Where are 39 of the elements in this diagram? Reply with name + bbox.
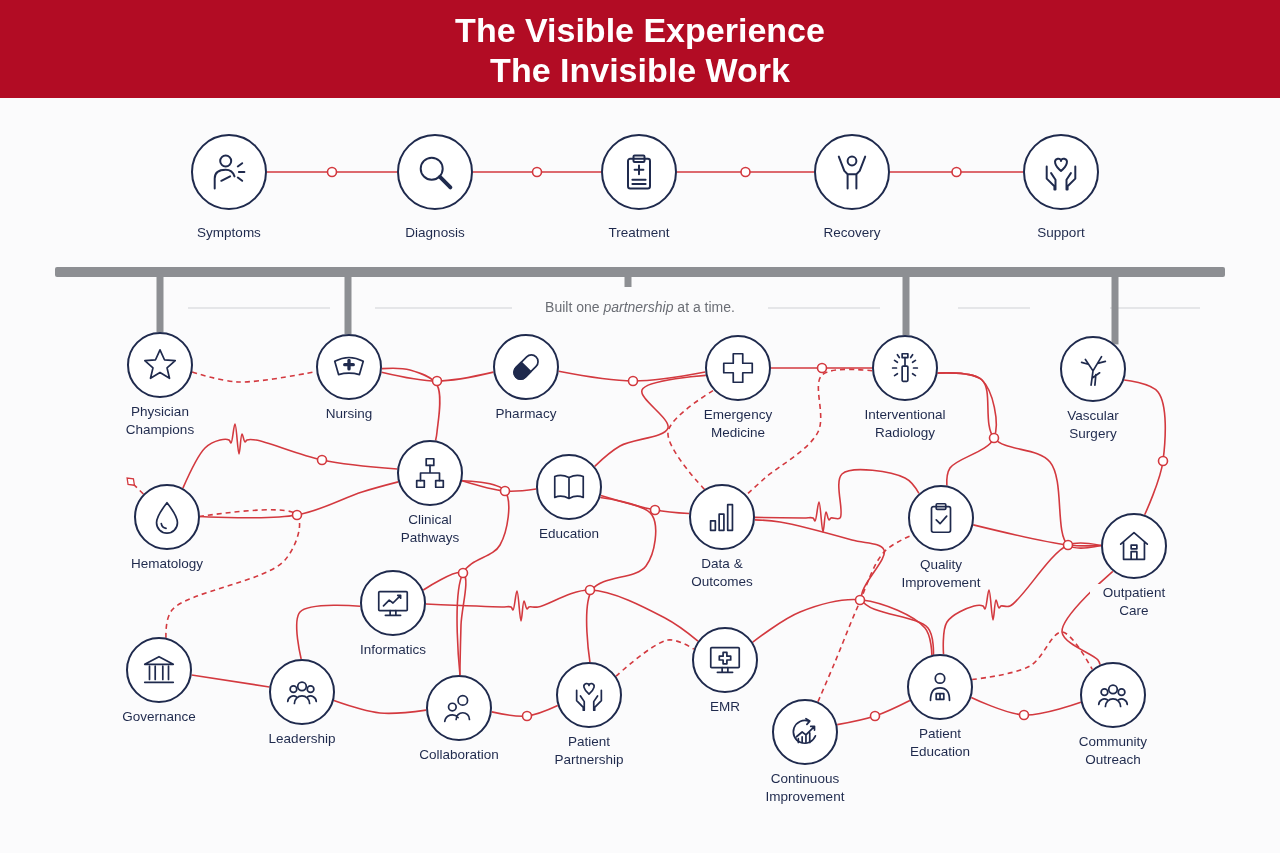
- connector-line: [836, 699, 911, 726]
- hanger-line: [1111, 277, 1119, 345]
- title-text: The Visible Experience The Invisible Work: [454, 10, 826, 90]
- hanging-rail: [55, 267, 1225, 277]
- connector-line: [970, 696, 1082, 716]
- connector-line: [381, 367, 441, 442]
- connector-line: [1061, 570, 1114, 666]
- connector-line: [600, 494, 690, 515]
- connector-line: [754, 519, 935, 656]
- connector-line: [557, 370, 707, 382]
- hanger-line: [156, 277, 164, 332]
- connector-line: [585, 496, 657, 663]
- connector-line: [425, 589, 699, 642]
- hanger-line: [344, 277, 352, 334]
- connector-line: [615, 639, 695, 677]
- connector-line: [1123, 379, 1167, 516]
- connector-line: [745, 368, 873, 496]
- connector-line: [593, 374, 707, 468]
- connector-line: [971, 631, 1094, 681]
- connector-line: [676, 171, 815, 173]
- connector-line: [126, 477, 145, 495]
- connector-line: [472, 171, 602, 173]
- connector-line: [182, 423, 399, 489]
- hanger-line: [902, 277, 910, 335]
- connector-line: [190, 674, 271, 688]
- connector-line: [295, 604, 361, 660]
- connector-line: [889, 171, 1024, 173]
- connector-line: [754, 468, 920, 533]
- connector-line: [752, 598, 933, 656]
- connector-line: [770, 367, 873, 369]
- connector-line: [266, 171, 398, 173]
- connector-line: [936, 372, 1102, 549]
- connector-line: [165, 509, 301, 639]
- connector-line: [490, 704, 559, 717]
- connector-line: [380, 371, 495, 382]
- connector-line: [942, 542, 1102, 655]
- connector-line: [333, 699, 427, 715]
- connector-line: [422, 571, 467, 676]
- connector-line: [667, 389, 715, 490]
